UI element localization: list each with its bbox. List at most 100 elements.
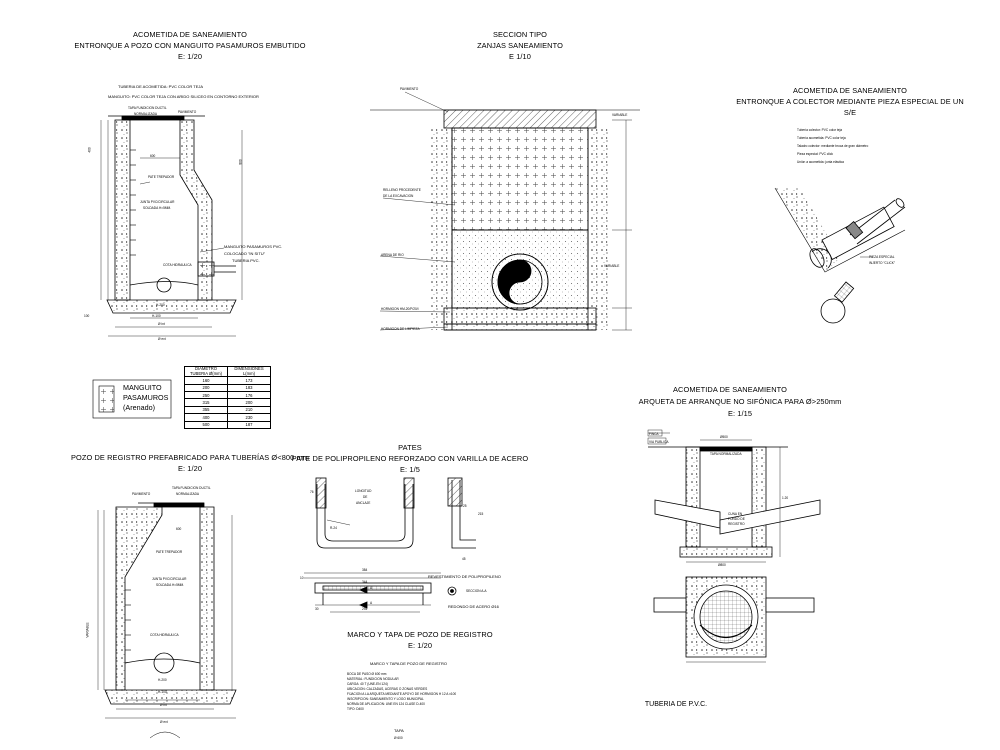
p1-left-wall [114, 119, 131, 301]
panel6-dim-bottom: Ø800 [718, 563, 726, 567]
panel7-line1: BOCA DE PASO Ø 600 mm [347, 672, 387, 676]
panel2-hormigon: HORMIGON HM-20/P/20/I [381, 307, 419, 311]
panel1-note2: MANGUITO: PVC COLOR TEJA CON ARIDO SILIC… [108, 94, 259, 99]
panel7-line4: UBICACION: CALZADAS, ACERAS O ZONAS VERD… [347, 687, 428, 691]
table-header-diametro: DIAMETRO TUBERIA Ø(mm) [184, 365, 228, 378]
panel4-title: POZO DE REGISTRO PREFABRICADO PARA TUBER… [71, 453, 309, 462]
table-cell: 500 [184, 420, 228, 429]
panel6-finca: FINCA [649, 432, 659, 436]
table-cell: 250 [184, 390, 228, 400]
table-cell: 160 [184, 376, 228, 385]
panel1-junta: JUNTA PVC/CIRCULAR [140, 200, 175, 204]
table-cell: 315 [184, 398, 228, 407]
panel6-drawing [647, 429, 821, 663]
panel5-dim215: 215 [478, 512, 484, 516]
panel3-pieza1: PIEZA ESPECIAL [869, 255, 895, 259]
dimensions-table: DIAMETRO TUBERIA Ø(mm) DIMENSIONES L(mm)… [184, 365, 271, 429]
panel5-scale: E: 1/5 [400, 465, 420, 474]
panel1-junta2: SOLDADA H=5MM. [143, 206, 172, 210]
p1-base [106, 299, 237, 314]
panel4-h100: H-100 [158, 690, 167, 694]
panel5-dim10: 10 [300, 576, 304, 580]
panel3-note4: Pieza especial: PVC click [797, 152, 833, 156]
panel5-longitud3: ANCLAJE [356, 501, 371, 505]
panel2-subtitle: ZANJAS SANEAMIENTO [477, 41, 563, 50]
legend-line1: MANGUITO [123, 383, 162, 392]
panel1-tuberia: TUBERIA PVC. [232, 258, 260, 263]
panel1-cota: COTA HIDRAULICA [163, 263, 192, 267]
panel1-pate: PATE TREPADOR [148, 175, 175, 179]
legend-line2: PASAMUROS [123, 393, 169, 402]
panel4-dint: Ø int [160, 703, 167, 707]
panel5-dim344: 344 [362, 580, 368, 584]
panel5-longitud2: DE [363, 495, 368, 499]
panel5-dim384: 384 [362, 568, 368, 572]
panel4-dext: Ø ext [160, 720, 168, 724]
panel1-pavimento: PAVIMENTO [178, 110, 197, 114]
panel5-drawing [304, 477, 476, 613]
panel6-tuberia-pvc: TUBERIA DE P.V.C. [644, 701, 708, 708]
panel1-subtitle: ENTRONQUE A POZO CON MANGUITO PASAMUROS … [74, 41, 306, 50]
panel4-tapa2: NORMALIZADA [176, 492, 200, 496]
panel1-manguito1: MANGUITO PASAMUROS PVC. [224, 244, 283, 249]
panel1-dim600: 600 [150, 154, 156, 158]
panel4-pavimento: PAVIMENTO [132, 492, 151, 496]
panel3-scale: S/E [843, 108, 857, 117]
table-cell: 176 [227, 390, 271, 400]
panel7-line5: FIJACION A LA ARQUETA MEDIANTE APOYO DE … [347, 692, 457, 696]
panel2-title: SECCION TIPO [492, 30, 548, 39]
panel2-limpieza: HORMIGON DE LIMPIEZA [381, 327, 420, 331]
table-cell: 200 [184, 383, 228, 392]
panel1-note1: TUBERIA DE ACOMETIDA: PVC COLOR TEJA [118, 84, 204, 89]
panel1-dext: Ø ext [158, 337, 166, 341]
table-cell: 355 [184, 405, 228, 415]
panel1-scale: E: 1/20 [177, 52, 203, 61]
panel4-junta2: SOLDADA H=5MM. [156, 583, 185, 587]
panel1-h200: H-200 [156, 303, 165, 307]
panel4-tapa: TAPA FUNDICION DUCTIL [172, 486, 211, 490]
panel6-dim-right: 1.20 [782, 496, 789, 500]
table-cell: 230 [227, 413, 271, 422]
panel3-note3: Taladro colector: mediante broca de gran… [797, 144, 869, 148]
legend-line3: (Arenado) [123, 403, 155, 412]
panel3-note2: Tubería acometida: PVC color teja [797, 136, 846, 140]
panel1-dim800: 800 [238, 159, 243, 165]
panel6-dim-top: Ø500 [720, 435, 728, 439]
panel1-dim100: 100 [84, 314, 90, 318]
panel4-drawing [97, 502, 237, 739]
panel4-h200: H-200 [158, 678, 167, 682]
panel3-drawing [774, 187, 906, 324]
table-cell: 210 [227, 405, 271, 415]
panel3-subtitle: ENTRONQUE A COLECTOR MEDIANTE PIEZA ESPE… [736, 97, 964, 106]
panel2-scale: E 1/10 [509, 52, 531, 61]
panel5-subtitle: PATE DE POLIPROPILENO REFORZADO CON VARI… [291, 454, 529, 463]
panel3-pieza2: INJERTO "CLICK" [869, 261, 896, 265]
legend-box [92, 379, 172, 419]
panel1-h100: H-100 [152, 314, 161, 318]
panel5-dim76: 76 [310, 490, 314, 494]
panel7-line7: NORMA DE APLICACION: UNE EN 124 CLASE D-… [347, 702, 425, 706]
panel2-relleno1: RELLENO PROCEDENTE [383, 188, 421, 192]
panel6-scale: E: 1/15 [727, 409, 753, 418]
panel3-title: ACOMETIDA DE SANEAMIENTO [793, 86, 907, 95]
panel6-subtitle: ARQUETA DE ARRANQUE NO SIFÓNICA PARA Ø>2… [638, 397, 842, 406]
panel5-redondo: REDONDO DE ACERO Ø16 [448, 604, 499, 609]
panel1-dint: Ø int [158, 322, 165, 326]
panel2-relleno2: DE LA EXCAVACION [383, 194, 414, 198]
table-cell: 187 [227, 420, 271, 429]
panel5-section-a-bottom: A [370, 601, 373, 605]
panel5-dim25: 25 [463, 504, 467, 508]
table-cell: 183 [227, 383, 271, 392]
panel5-title: PATES [398, 443, 422, 452]
panel7-line6: INSCRIPCION: SANEAMIENTO Y LOGO MUNICIPA… [347, 697, 424, 701]
table-header-dimensiones: DIMENSIONES L(mm) [227, 365, 271, 378]
panel2-arena: ARENA DE RIO [381, 253, 404, 257]
panel3-note5: Unión a acometida: junta elástica [797, 160, 844, 164]
